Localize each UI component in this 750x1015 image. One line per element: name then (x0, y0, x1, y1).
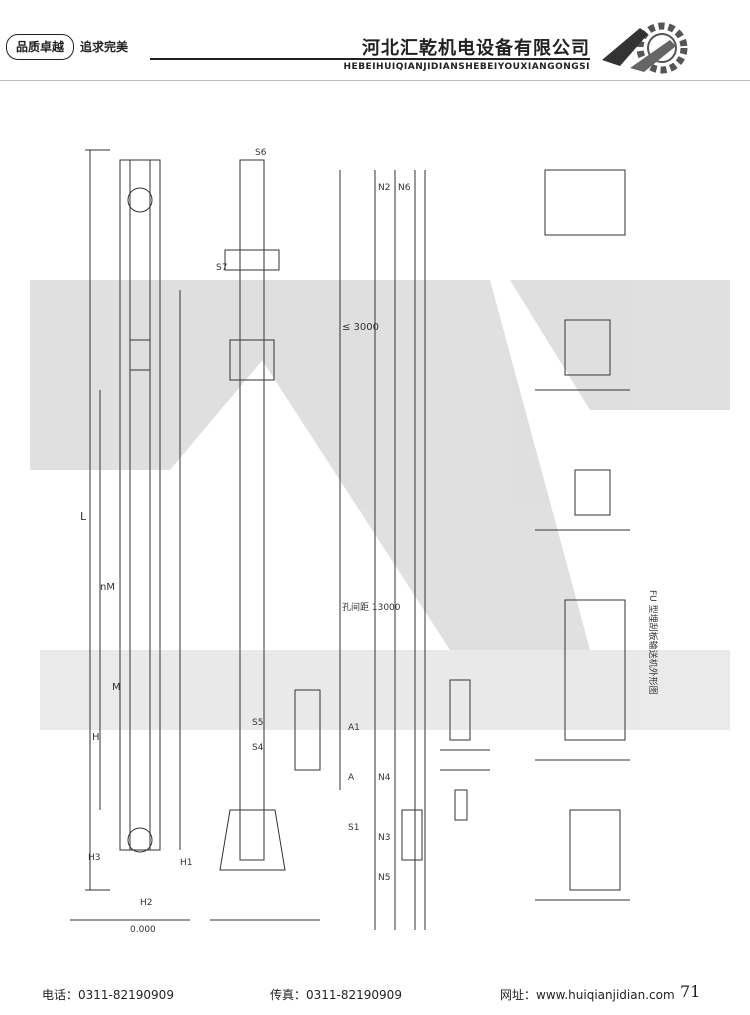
footer-fax: 传真：0311-82190909 (270, 988, 402, 1002)
dim-label-n3: N3 (378, 833, 390, 843)
slogan-badge: 品质卓越 (6, 34, 74, 60)
dim-label-s4: S4 (252, 743, 264, 753)
dim-label-l: L (80, 510, 87, 523)
company-name-en: HEBEIHUIQIANJIDIANSHEBEIYOUXIANGONGSI (343, 62, 590, 72)
dim-label-nm: nM (100, 582, 115, 593)
dim-label-s6: S6 (255, 148, 267, 158)
dim-label-a: A (348, 773, 355, 783)
footer-website: 网址：www.huiqianjidian.com (500, 988, 675, 1002)
dim-label-n2: N2 (378, 183, 390, 193)
header-divider (0, 80, 750, 81)
dim-label-h: H (92, 732, 100, 743)
conveyor-side-view (70, 149, 190, 921)
page-footer: 电话：0311-82190909 传真：0311-82190909 网址：www… (0, 980, 750, 1010)
dim-label-s5: S5 (252, 718, 263, 728)
gear-logo-icon (602, 22, 688, 74)
technical-drawing: L nM H M H3 H1 H2 0.000 ≤ 3000 孔间距 13000… (30, 148, 730, 935)
drive-detail-view (440, 679, 490, 821)
dim-label-n6: N6 (398, 183, 411, 193)
base-level-label: 0.000 (130, 925, 156, 935)
dim-label-m: M (112, 682, 121, 693)
drawing-caption: FU 型埋刮板输送机外形图 (647, 590, 659, 695)
dim-label-h1: H1 (180, 858, 193, 868)
company-name-cn: 河北汇乾机电设备有限公司 (362, 38, 590, 59)
footer-phone: 电话：0311-82190909 (42, 988, 174, 1002)
slogan-text: 追求完美 (80, 40, 129, 54)
dim-label-h2: H2 (140, 898, 153, 908)
dim-label-s7: S7 (216, 263, 227, 273)
flange-views (535, 169, 630, 901)
dim-label-n5: N5 (378, 873, 390, 883)
hole-spacing-view (339, 170, 426, 930)
page-header: 品质卓越 追求完美 河北汇乾机电设备有限公司 HEBEIHUIQIANJIDIA… (0, 0, 750, 81)
header-rule (150, 58, 590, 60)
conveyor-front-view (210, 159, 321, 921)
dim-label-h3: H3 (88, 853, 101, 863)
dim-label-a1: A1 (348, 723, 360, 733)
page-number: 71 (680, 982, 701, 1001)
dim-label-n4: N4 (378, 773, 391, 783)
dim-label-s1: S1 (348, 823, 359, 833)
dim-label-13000: 孔间距 13000 (342, 601, 401, 613)
dim-label-3000: ≤ 3000 (342, 322, 379, 333)
